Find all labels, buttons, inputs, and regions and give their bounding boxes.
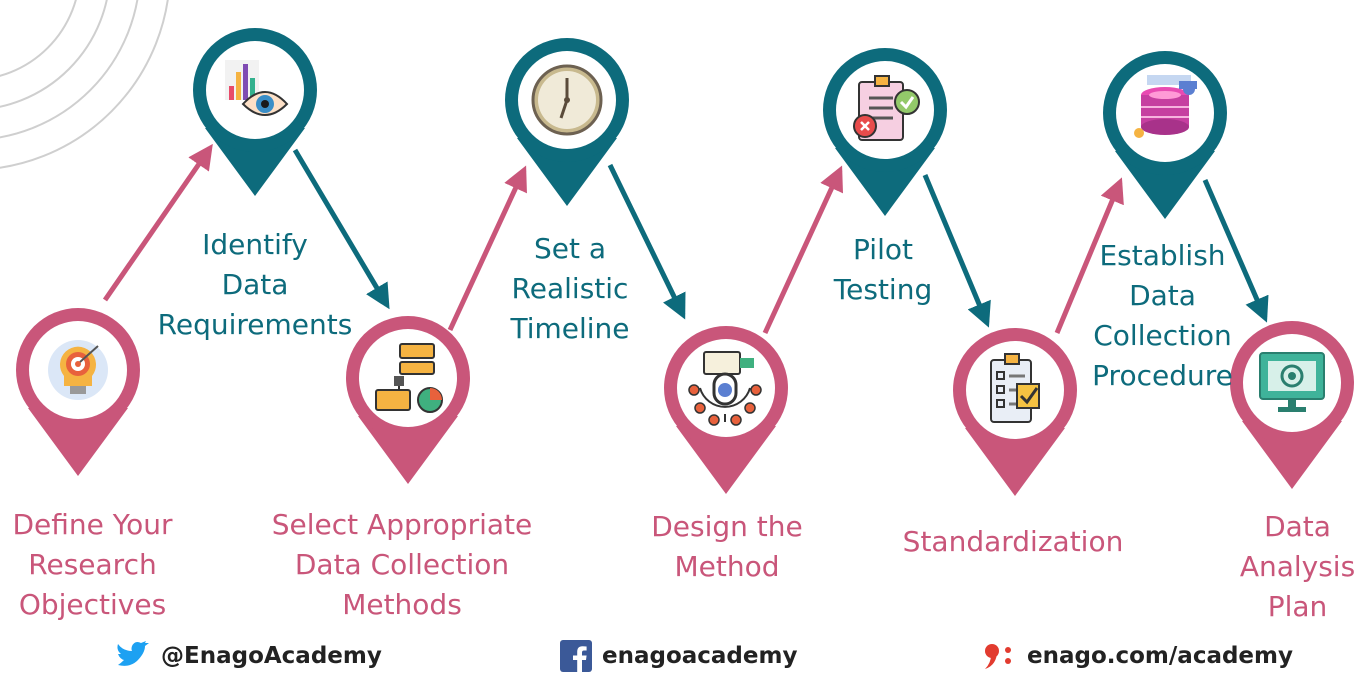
step-label-establish-procedure: Establish Data Collection Procedure — [1092, 239, 1233, 392]
step-label-define-objectives: Define Your Research Objectives — [12, 508, 173, 621]
microphone-network-icon — [688, 351, 762, 426]
step-label-analysis-plan: Data Analysis Plan — [1239, 510, 1356, 623]
twitter-handle: @EnagoAcademy — [161, 643, 382, 669]
chart-eye-icon — [225, 60, 289, 116]
arrow-5 — [762, 165, 843, 335]
step-pin-1 — [16, 308, 140, 476]
monitor-gear-icon — [1259, 352, 1325, 412]
step-pin-3 — [346, 316, 470, 484]
arrow-2 — [292, 148, 390, 310]
arrow-7 — [1054, 177, 1124, 334]
step-pin-2 — [193, 28, 317, 196]
website-url: enago.com/academy — [1027, 643, 1293, 669]
clipboard-check-icon — [853, 75, 920, 141]
step-label-pilot-testing: Pilot Testing — [833, 233, 933, 306]
step-pin-8 — [1103, 51, 1227, 219]
arrow-4 — [607, 163, 686, 320]
step-pin-5 — [664, 326, 788, 494]
footer-twitter[interactable]: @EnagoAcademy — [115, 636, 382, 676]
footer-website[interactable]: enago.com/academy — [983, 636, 1293, 676]
arrow-3 — [447, 165, 527, 332]
facebook-handle: enagoacademy — [602, 643, 798, 669]
footer-facebook[interactable]: enagoacademy — [560, 636, 797, 676]
arrow-6 — [922, 174, 991, 328]
twitter-bird-icon — [117, 641, 149, 666]
step-label-design-method: Design the Method — [651, 510, 803, 583]
enago-logo-icon — [985, 644, 1011, 669]
flowchart-icon — [375, 343, 443, 413]
step-pin-6 — [823, 48, 947, 216]
arrow-1 — [102, 143, 213, 302]
checklist-icon — [990, 353, 1040, 423]
step-label-set-timeline: Set a Realistic Timeline — [510, 232, 630, 345]
arrow-8 — [1202, 179, 1269, 323]
step-pin-4 — [505, 38, 629, 206]
clock-icon — [531, 64, 603, 136]
step-label-identify-requirements: Identify Data Requirements — [157, 228, 353, 341]
step-pin-9 — [1230, 321, 1354, 489]
database-server-icon — [1134, 75, 1197, 138]
target-lightbulb-icon — [48, 340, 108, 400]
step-label-select-methods: Select Appropriate Data Collection Metho… — [271, 508, 533, 621]
step-label-standardization: Standardization — [902, 525, 1124, 558]
facebook-icon — [560, 640, 592, 672]
step-pin-7 — [953, 328, 1077, 496]
